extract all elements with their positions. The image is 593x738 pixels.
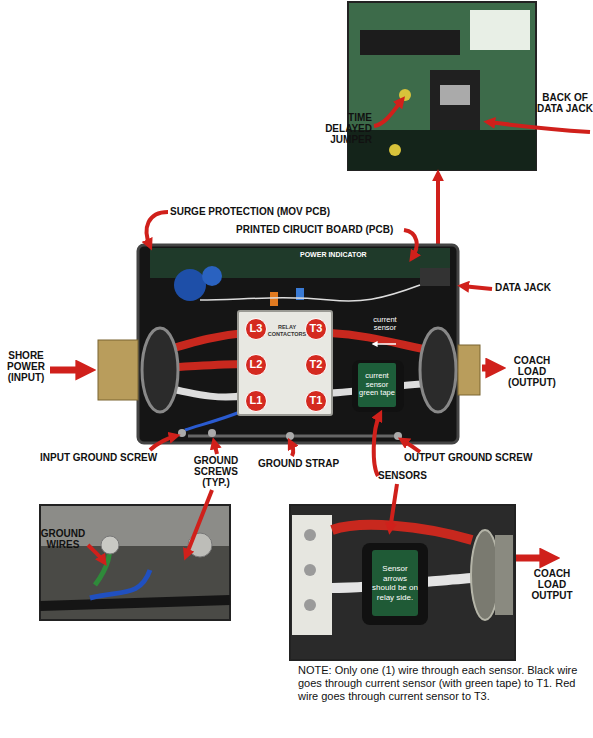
screw [304, 529, 316, 541]
panel-marking: POWER INDICATOR [300, 251, 367, 259]
part-label: INPUT GROUND SCREW [40, 452, 157, 463]
callout-arrow [88, 545, 104, 562]
part-label: SHORE POWER (INPUT) [4, 350, 48, 383]
note-text: NOTE: Only one (1) wire through each sen… [298, 664, 580, 704]
node-text: T2 [306, 355, 326, 374]
callout-arrow [462, 286, 492, 289]
output-arrow [516, 555, 552, 562]
cable [40, 600, 230, 606]
sensor-arrow [374, 343, 396, 345]
mov-capacitor [174, 269, 206, 301]
terminal-marker: L2 [245, 354, 267, 376]
sensor-ring [352, 360, 404, 412]
part-label: GROUND STRAP [258, 458, 339, 469]
terminal-marker: T1 [305, 390, 327, 412]
screw [208, 429, 216, 437]
node-text: L1 [246, 391, 266, 410]
callout-arrow [374, 100, 402, 126]
callout-arrow [186, 490, 212, 556]
callout-arrow [374, 414, 380, 476]
sensor-tape: current sensor green tape [358, 363, 396, 407]
screw [101, 536, 119, 554]
callout-arrow [390, 484, 397, 530]
node-text: RELAY CONTACTORS [267, 324, 307, 337]
node-text: L3 [246, 319, 266, 338]
screw [286, 432, 294, 440]
sensor-tape: Sensor arrows should be on relay side. [372, 550, 418, 616]
terminal-strip [292, 515, 332, 635]
part-label: PRINTED CIRUCIT BOARD (PCB) [236, 224, 393, 235]
output-fitting [420, 328, 456, 412]
callout-arrow [290, 442, 293, 456]
input-arrow [50, 367, 88, 374]
input-connector [98, 340, 138, 400]
callout-arrow [214, 442, 217, 454]
relay-contactor: RELAY CONTACTORSL3 T3L2 T2L1 T1 [237, 310, 333, 416]
pcb-shadow [348, 130, 536, 170]
pcb-chip [360, 30, 460, 55]
input-fitting [142, 328, 178, 412]
blue-wire [90, 570, 150, 598]
terminal-marker: L1 [245, 390, 267, 412]
output-connector [458, 345, 480, 395]
callout-arrow [147, 212, 168, 246]
terminal-marker: T3 [305, 318, 327, 340]
part-label: GROUND SCREWS (TYP.) [188, 455, 244, 488]
enclosure [138, 245, 458, 443]
part-label: SENSORS [378, 470, 427, 481]
node-text: T3 [306, 319, 326, 338]
data-jack-pins [440, 85, 470, 105]
screw [304, 564, 316, 576]
ground-wire [185, 412, 240, 430]
part-label: DATA JACK [495, 282, 551, 293]
screw [394, 432, 402, 440]
node-text: current sensor green tape [358, 372, 396, 398]
part-label: COACH LOAD OUTPUT [524, 568, 580, 601]
part-label: COACH LOAD (OUTPUT) [502, 355, 562, 388]
callout-arrow [404, 230, 417, 258]
wire [200, 285, 420, 301]
part-label: BACK OF DATA JACK [537, 92, 593, 114]
ground-inset-photo [40, 505, 230, 620]
callout-arrow [488, 122, 590, 132]
data-jack [420, 268, 450, 286]
callout-arrow [402, 440, 420, 452]
callout-arrow [150, 436, 176, 450]
part-label: SURGE PROTECTION (MOV PCB) [170, 206, 330, 217]
sensor-inset-photo [290, 505, 515, 660]
part-label: TIME DELAYED JUMPER [322, 112, 372, 145]
output-fitting [471, 530, 499, 620]
component [270, 292, 278, 306]
pcb-inset-photo [348, 2, 536, 170]
part-label: GROUND WIRES [38, 528, 88, 550]
node-text: Sensor arrows should be on relay side. [372, 564, 418, 602]
output-arrow [482, 365, 498, 372]
data-jack-body [430, 70, 480, 130]
sensor-ring [362, 543, 428, 625]
part-label: OUTPUT GROUND SCREW [404, 452, 532, 463]
output-connector [495, 535, 513, 615]
terminal-marker: T2 [305, 354, 327, 376]
node-text: L2 [246, 355, 266, 374]
jumper [389, 144, 401, 156]
sensor-marking: current sensor [368, 316, 402, 333]
screw [178, 429, 186, 437]
terminal-marker: L3 [245, 318, 267, 340]
pcb-silkscreen [470, 10, 530, 50]
node-text: T1 [306, 391, 326, 410]
mov-capacitor [202, 266, 222, 286]
screw [304, 599, 316, 611]
red-wire [332, 525, 472, 540]
